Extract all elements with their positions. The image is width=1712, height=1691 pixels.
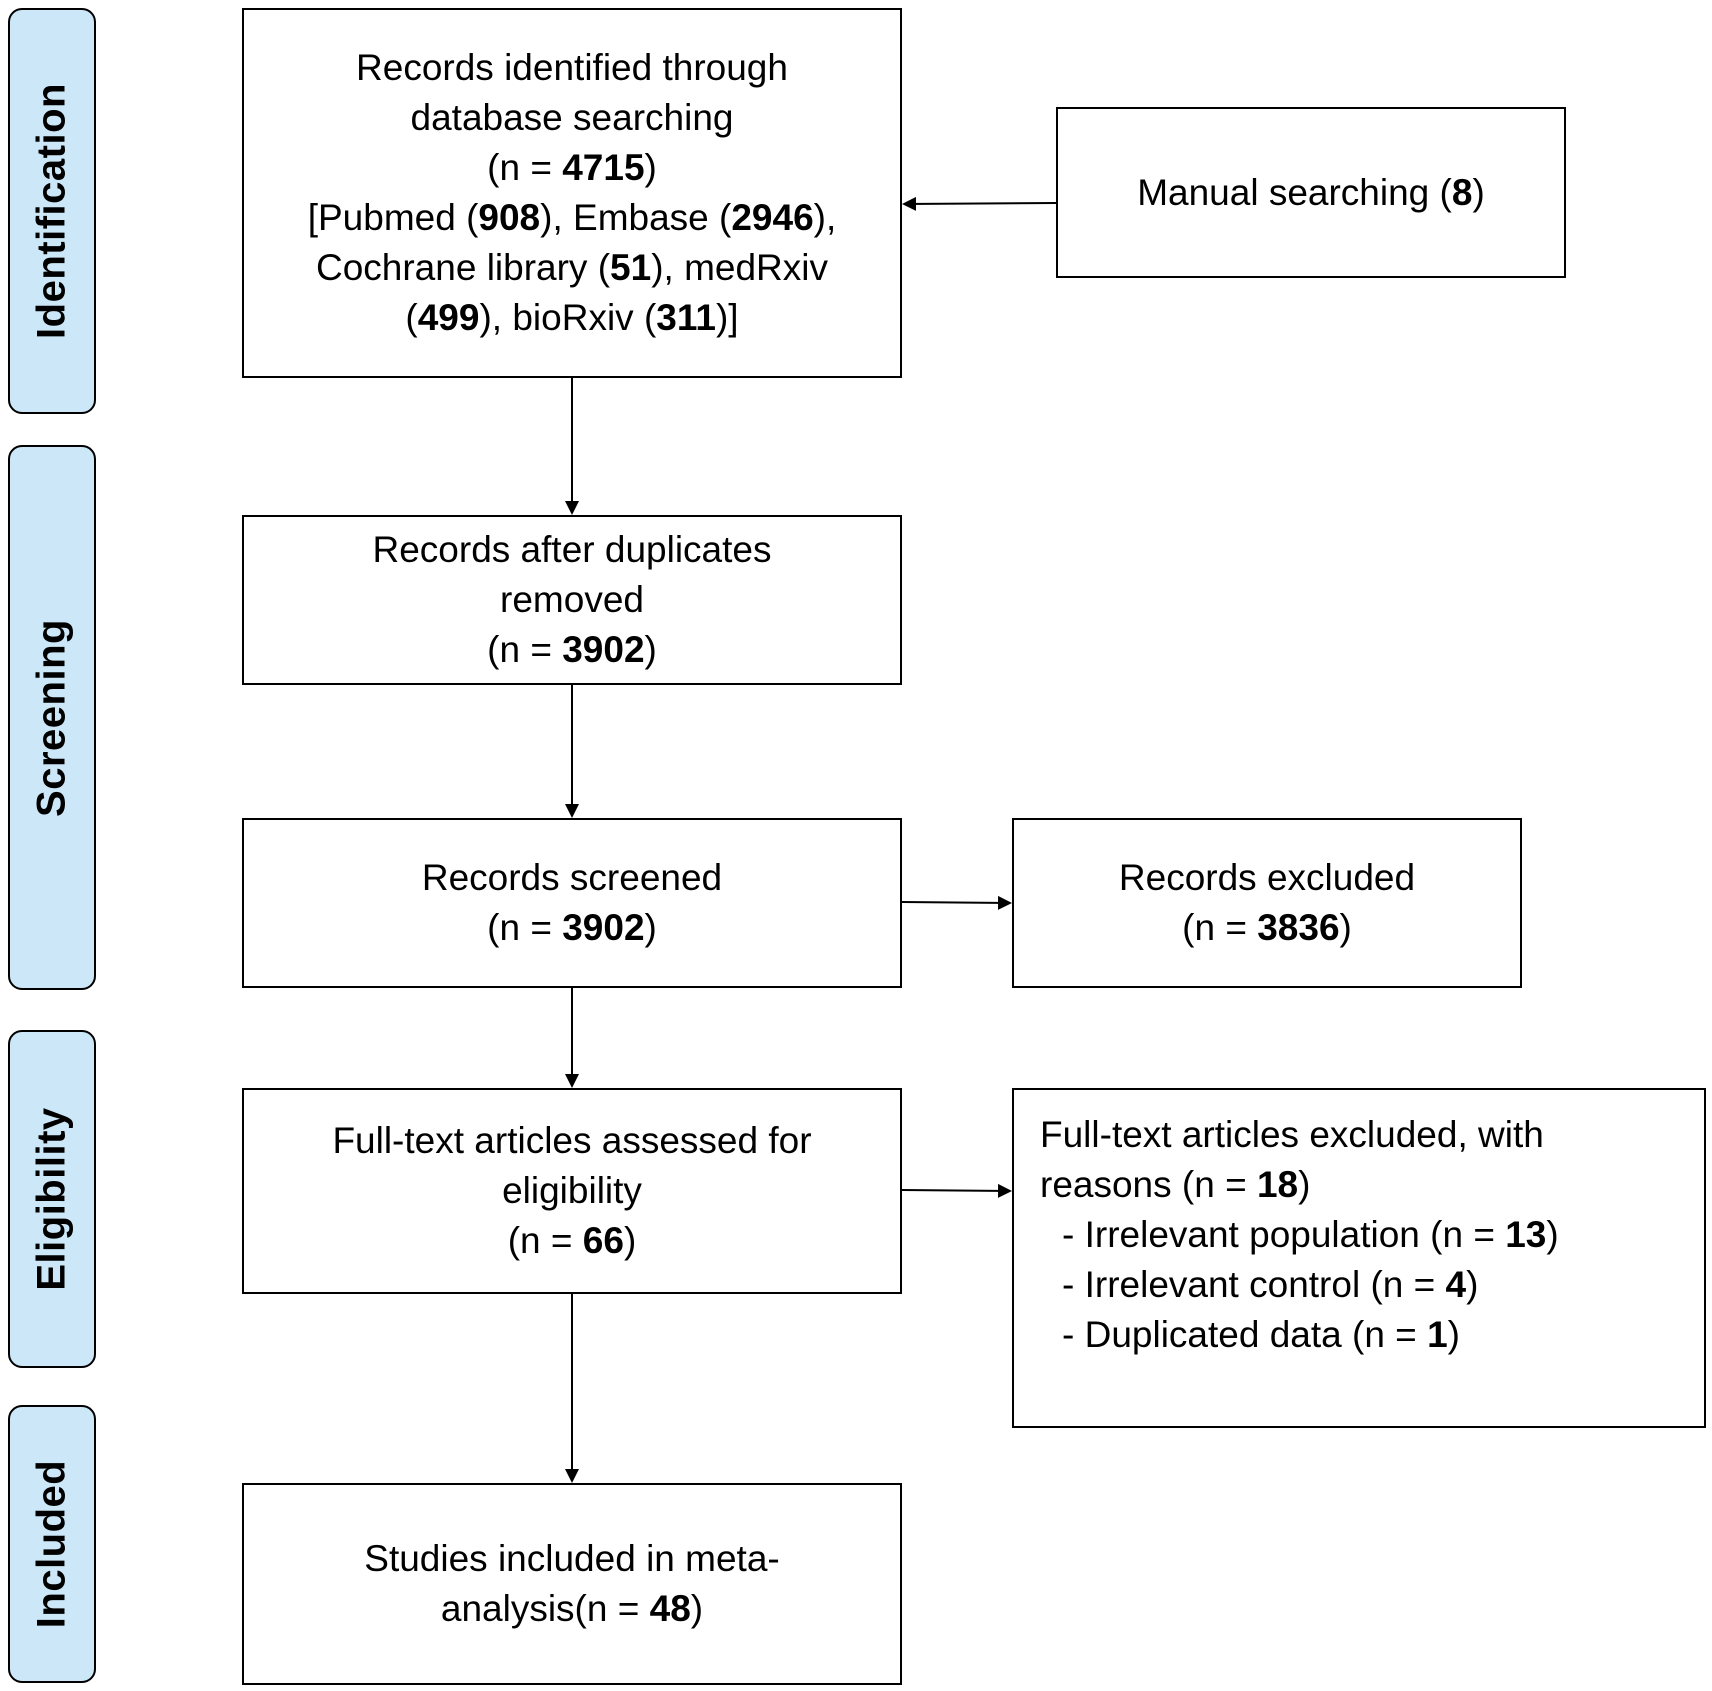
- arrow-fulltext-to-excluded: [901, 1183, 1012, 1198]
- arrow-manual-to-identified: [902, 196, 1057, 211]
- records-identified-sources-2: Cochrane library (51), medRxiv: [315, 247, 829, 288]
- fulltext-excluded-box: Full-text articles excluded, with reason…: [1012, 1088, 1706, 1428]
- records-identified-box: Records identified through database sear…: [242, 8, 902, 378]
- manual-searching-box: Manual searching (8): [1056, 107, 1566, 278]
- studies-included-box: Studies included in meta- analysis(n = 4…: [242, 1483, 902, 1685]
- records-identified-line2: database searching: [410, 97, 734, 138]
- screened-line1: Records screened: [421, 857, 723, 898]
- included-line1: Studies included in meta-: [364, 1538, 780, 1579]
- records-after-duplicates-box: Records after duplicates removed (n = 39…: [242, 515, 902, 685]
- duplicates-line2: removed: [500, 579, 644, 620]
- excluded-line1: Records excluded: [1118, 857, 1416, 898]
- records-identified-count: (n = 4715): [487, 147, 657, 188]
- duplicates-count: (n = 3902): [487, 629, 657, 670]
- manual-searching-label: Manual searching (8): [1137, 171, 1485, 213]
- records-excluded-box: Records excluded (n = 3836): [1012, 818, 1522, 988]
- excluded-count: (n = 3836): [1182, 907, 1352, 948]
- fulltext-line1: Full-text articles assessed for: [332, 1120, 812, 1161]
- records-identified-sources-3: (499), bioRxiv (311)]: [405, 297, 739, 338]
- duplicates-line1: Records after duplicates: [372, 529, 772, 570]
- stage-included: Included: [8, 1405, 96, 1683]
- records-screened-box: Records screened (n = 3902): [242, 818, 902, 988]
- fulltext-excluded-line1: Full-text articles excluded, with: [1040, 1114, 1544, 1155]
- fulltext-count: (n = 66): [507, 1220, 637, 1261]
- stage-eligibility: Eligibility: [8, 1030, 96, 1368]
- exclusion-reason: - Duplicated data (n = 1): [1062, 1314, 1460, 1355]
- arrow-screened-to-excluded: [901, 895, 1012, 910]
- screened-count: (n = 3902): [487, 907, 657, 948]
- exclusion-reason: - Irrelevant population (n = 13): [1062, 1214, 1559, 1255]
- fulltext-excluded-line2: reasons (n = 18): [1040, 1164, 1311, 1205]
- stage-identification: Identification: [8, 8, 96, 414]
- records-identified-line1: Records identified through: [356, 47, 788, 88]
- included-line2: analysis(n = 48): [440, 1588, 704, 1629]
- exclusion-reason: - Irrelevant control (n = 4): [1062, 1264, 1479, 1305]
- fulltext-line2: eligibility: [502, 1170, 642, 1211]
- records-identified-sources-1: [Pubmed (908), Embase (2946),: [307, 197, 837, 238]
- fulltext-assessed-box: Full-text articles assessed for eligibil…: [242, 1088, 902, 1294]
- stage-screening: Screening: [8, 445, 96, 990]
